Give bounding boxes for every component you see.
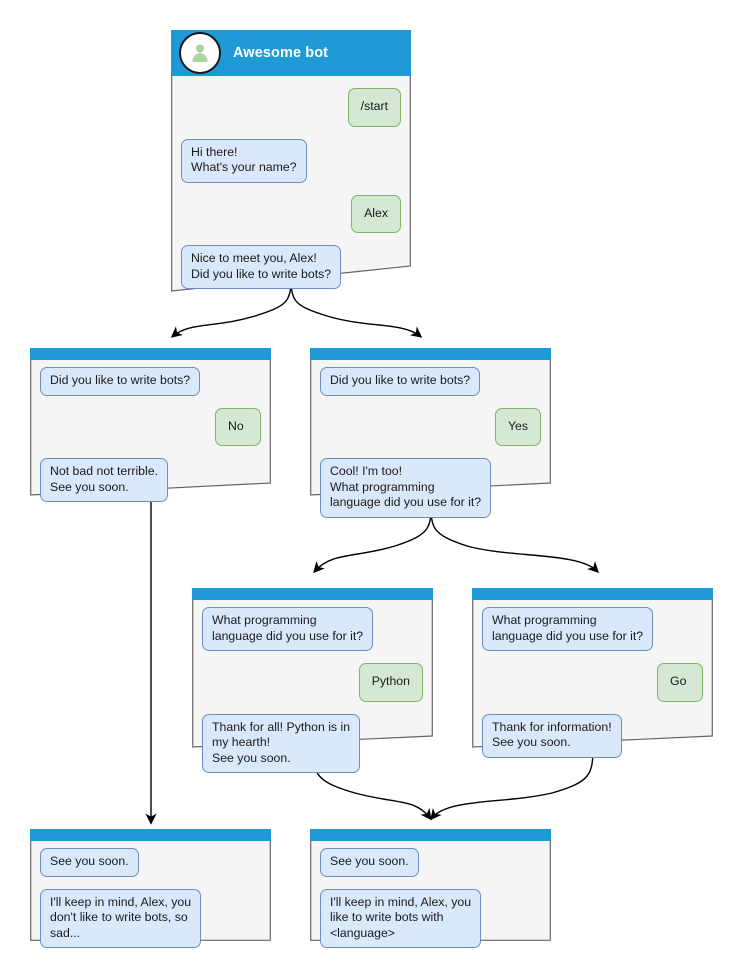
bot-bubble[interactable]: See you soon. [40,848,139,877]
answer-no-messages: Did you like to write bots? No Not bad n… [30,360,271,502]
screen-header-bar [30,829,271,841]
ending-no-messages: See you soon. I'll keep in mind, Alex, y… [30,841,271,948]
screen-header-bar [310,348,551,360]
message-row: Did you like to write bots? [40,367,261,396]
start-screen-node[interactable]: Awesome bot /start Hi there! What's your… [171,30,411,292]
answer-python-screen-node[interactable]: What programming language did you use fo… [192,588,433,773]
bot-bubble[interactable]: What programming language did you use fo… [202,607,374,651]
message-row: I'll keep in mind, Alex, you don't like … [40,888,261,948]
message-row: /start [181,88,401,127]
message-row: See you soon. [40,848,261,877]
user-bubble[interactable]: Alex [351,194,401,233]
user-bubble[interactable]: /start [347,88,401,127]
message-row: Thank for all! Python is in my hearth! S… [202,713,423,773]
message-row: Alex [181,194,401,233]
message-row: Cool! I'm too! What programming language… [320,458,541,518]
ending-yes-messages: See you soon. I'll keep in mind, Alex, y… [310,841,551,948]
message-row: No [40,407,261,446]
answer-go-messages: What programming language did you use fo… [472,600,713,758]
bot-header: Awesome bot [171,30,411,76]
screen-header-bar [310,829,551,841]
answer-no-screen-node[interactable]: Did you like to write bots? No Not bad n… [30,348,271,502]
bot-title: Awesome bot [233,45,329,61]
answer-yes-screen-node[interactable]: Did you like to write bots? Yes Cool! I'… [310,348,551,518]
bot-bubble[interactable]: I'll keep in mind, Alex, you don't like … [40,888,202,948]
message-row: I'll keep in mind, Alex, you like to wri… [320,888,541,948]
answer-go-screen-node[interactable]: What programming language did you use fo… [472,588,713,758]
screen-header-bar [30,348,271,360]
bot-bubble[interactable]: Thank for all! Python is in my hearth! S… [202,713,361,773]
bot-bubble[interactable]: Did you like to write bots? [40,367,201,396]
answer-python-messages: What programming language did you use fo… [192,600,433,773]
user-bubble[interactable]: Yes [494,407,541,446]
bot-bubble[interactable]: Cool! I'm too! What programming language… [320,458,492,518]
message-row: See you soon. [320,848,541,877]
bot-bubble[interactable]: Did you like to write bots? [320,367,481,396]
bot-bubble[interactable]: See you soon. [320,848,419,877]
user-bubble[interactable]: Python [358,663,423,702]
user-bubble[interactable]: No [215,407,261,446]
user-bubble[interactable]: Go [657,663,703,702]
message-row: Did you like to write bots? [320,367,541,396]
message-row: Yes [320,407,541,446]
message-row: Hi there! What's your name? [181,138,401,183]
bot-bubble[interactable]: I'll keep in mind, Alex, you like to wri… [320,888,482,948]
bot-bubble[interactable]: Not bad not terrible. See you soon. [40,458,169,502]
person-avatar-icon [179,32,221,74]
ending-yes-screen-node[interactable]: See you soon. I'll keep in mind, Alex, y… [310,829,551,948]
bot-bubble[interactable]: Hi there! What's your name? [181,138,307,183]
message-row: Thank for information! See you soon. [482,713,703,758]
person-glyph-icon [192,44,208,62]
message-row: Not bad not terrible. See you soon. [40,458,261,502]
message-row: Python [202,663,423,702]
message-row: What programming language did you use fo… [482,607,703,651]
answer-yes-messages: Did you like to write bots? Yes Cool! I'… [310,360,551,518]
start-screen-messages: /start Hi there! What's your name? Alex … [171,76,411,289]
message-row: Nice to meet you, Alex! Did you like to … [181,245,401,289]
screen-header-bar [472,588,713,600]
bot-bubble[interactable]: Thank for information! See you soon. [482,713,622,758]
message-row: What programming language did you use fo… [202,607,423,651]
screen-header-bar [192,588,433,600]
ending-no-screen-node[interactable]: See you soon. I'll keep in mind, Alex, y… [30,829,271,948]
bot-bubble[interactable]: Nice to meet you, Alex! Did you like to … [181,245,342,289]
bot-bubble[interactable]: What programming language did you use fo… [482,607,654,651]
message-row: Go [482,663,703,702]
